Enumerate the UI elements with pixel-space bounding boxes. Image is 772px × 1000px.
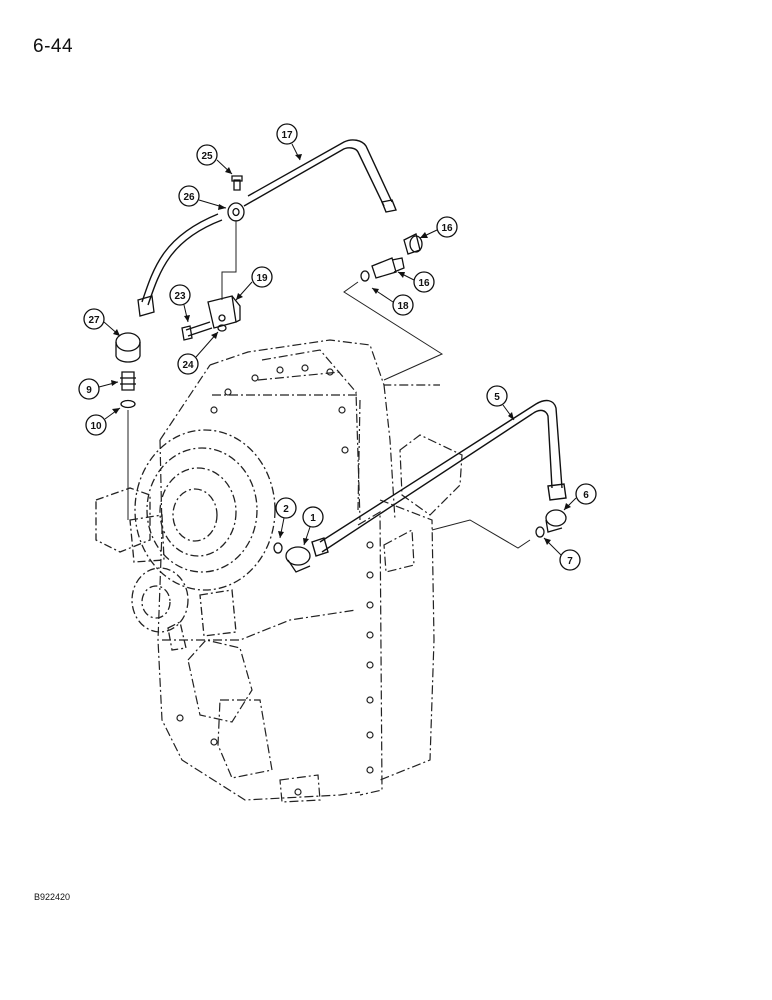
routing-lines [127,220,531,549]
svg-text:6: 6 [583,490,589,501]
callout-18: 16 [397,271,435,293]
mounting-bracket [181,295,241,341]
svg-text:24: 24 [182,360,194,371]
callout-27: 24 [177,331,219,375]
callout-9: 9 [78,378,119,400]
svg-text:7: 7 [567,556,573,567]
svg-text:23: 23 [174,291,186,302]
svg-text:9: 9 [86,385,92,396]
svg-text:27: 27 [88,315,100,326]
callout-16-right: 16 [419,216,458,239]
svg-text:17: 17 [281,130,293,141]
transmission-housing [157,339,463,803]
callout-1: 1 [302,506,324,546]
callout-7: 7 [543,537,581,571]
svg-text:1: 1 [310,513,316,524]
svg-text:18: 18 [397,301,409,312]
callout-23: 19 [235,266,273,301]
callout-19: 18 [371,287,414,316]
callout-6: 6 [563,483,597,511]
svg-text:19: 19 [256,273,268,284]
svg-text:26: 26 [183,192,195,203]
svg-text:2: 2 [283,504,289,515]
svg-text:5: 5 [494,392,500,403]
flange-bolts [176,364,374,796]
svg-text:10: 10 [90,421,102,432]
tube-clamp [227,175,245,222]
callout-2: 2 [275,497,297,539]
left-fitting-stack [115,295,155,409]
drawing-code: B922420 [34,892,71,902]
callout-25: 25 [196,144,233,175]
lube-tube-lower [311,399,567,557]
callout-26: 26 [178,185,227,210]
lube-tube-upper [141,139,397,306]
right-fitting-stack [360,233,423,282]
callouts: 17 25 26 16 16 18 [78,123,597,571]
svg-text:16: 16 [418,278,430,289]
callout-5: 5 [486,385,515,421]
callout-10: 10 [85,407,121,436]
front-pump-assembly [95,429,276,651]
svg-text:16: 16 [441,223,453,234]
lower-fittings [273,509,567,573]
callout-24: 23 [169,284,191,323]
page-number: 6-44 [33,36,74,57]
svg-text:25: 25 [201,151,213,162]
callout-17: 17 [276,123,302,161]
callout-16-left: 27 [83,308,121,337]
